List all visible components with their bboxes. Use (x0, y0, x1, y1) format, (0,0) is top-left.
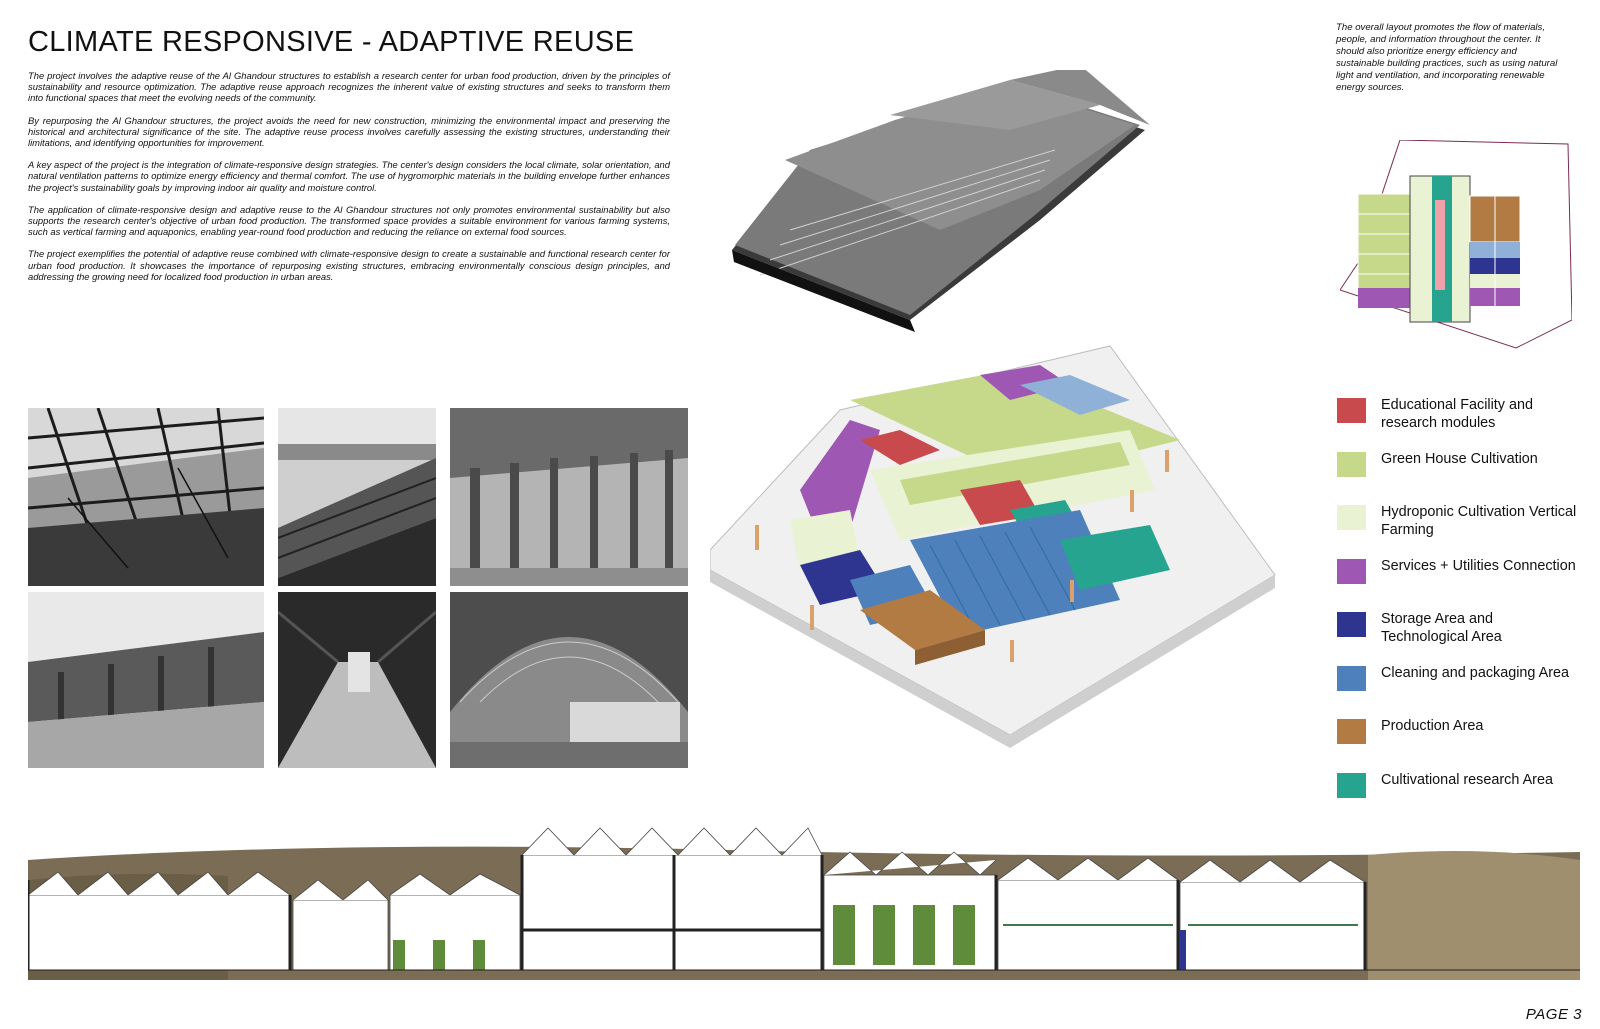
legend-item: Green House Cultivation (1337, 450, 1587, 490)
photo-arched-hall (450, 592, 688, 768)
legend-item: Services + Utilities Connection (1337, 557, 1587, 597)
program-blocks (755, 365, 1180, 665)
program-legend: Educational Facility and research module… (1337, 396, 1587, 824)
legend-label: Green House Cultivation (1381, 450, 1538, 467)
intro-paragraph: The project exemplifies the potential of… (28, 248, 670, 282)
legend-label: Production Area (1381, 718, 1484, 734)
legend-swatch (1337, 505, 1366, 530)
page-number: PAGE 3 (1525, 1006, 1582, 1023)
photo-sawtooth-roof-sea-view (278, 408, 436, 586)
legend-swatch (1337, 719, 1366, 744)
legend-swatch (1337, 398, 1366, 423)
legend-label: Services + Utilities Connection (1381, 557, 1576, 574)
legend-label: Storage Area and Technological Area (1381, 611, 1502, 645)
intro-paragraph: The application of climate-responsive de… (28, 203, 670, 238)
layout-note: The overall layout promotes the flow of … (1336, 22, 1558, 93)
legend-label: Educational Facility and research module… (1381, 397, 1533, 431)
photo-interior-corridor (278, 592, 436, 768)
legend-swatch (1337, 451, 1366, 477)
legend-item: Hydroponic Cultivation Vertical Farming (1337, 503, 1587, 543)
page-title: CLIMATE RESPONSIVE - ADAPTIVE REUSE (28, 26, 635, 58)
legend-item: Educational Facility and research module… (1337, 396, 1587, 436)
intro-text: The project involves the adaptive reuse … (28, 70, 670, 293)
photo-collapsed-roof (28, 408, 264, 586)
intro-paragraph: The project involves the adaptive reuse … (28, 70, 670, 104)
intro-paragraph: A key aspect of the project is the integ… (28, 159, 670, 193)
site-plan-minimap (1340, 140, 1572, 349)
site-photos-grid (28, 408, 688, 770)
axonometric-diagram (710, 70, 1276, 748)
legend-swatch (1337, 558, 1366, 584)
photo-warehouse-columns (450, 408, 688, 586)
legend-swatch (1337, 665, 1366, 691)
legend-label: Hydroponic Cultivation Vertical Farming (1381, 504, 1577, 538)
legend-item: Cultivational research Area (1337, 771, 1587, 811)
photo-exterior-yard (28, 592, 264, 768)
legend-swatch (1337, 612, 1366, 637)
intro-paragraph: By repurposing the Al Ghandour structure… (28, 114, 670, 149)
legend-swatch (1337, 772, 1366, 798)
building-section (28, 827, 1580, 980)
roof-layers (732, 70, 1150, 332)
legend-item: Storage Area and Technological Area (1337, 610, 1587, 650)
legend-item: Cleaning and packaging Area (1337, 664, 1587, 704)
legend-item: Production Area (1337, 717, 1587, 757)
legend-label: Cultivational research Area (1381, 771, 1553, 788)
legend-label: Cleaning and packaging Area (1381, 664, 1570, 681)
